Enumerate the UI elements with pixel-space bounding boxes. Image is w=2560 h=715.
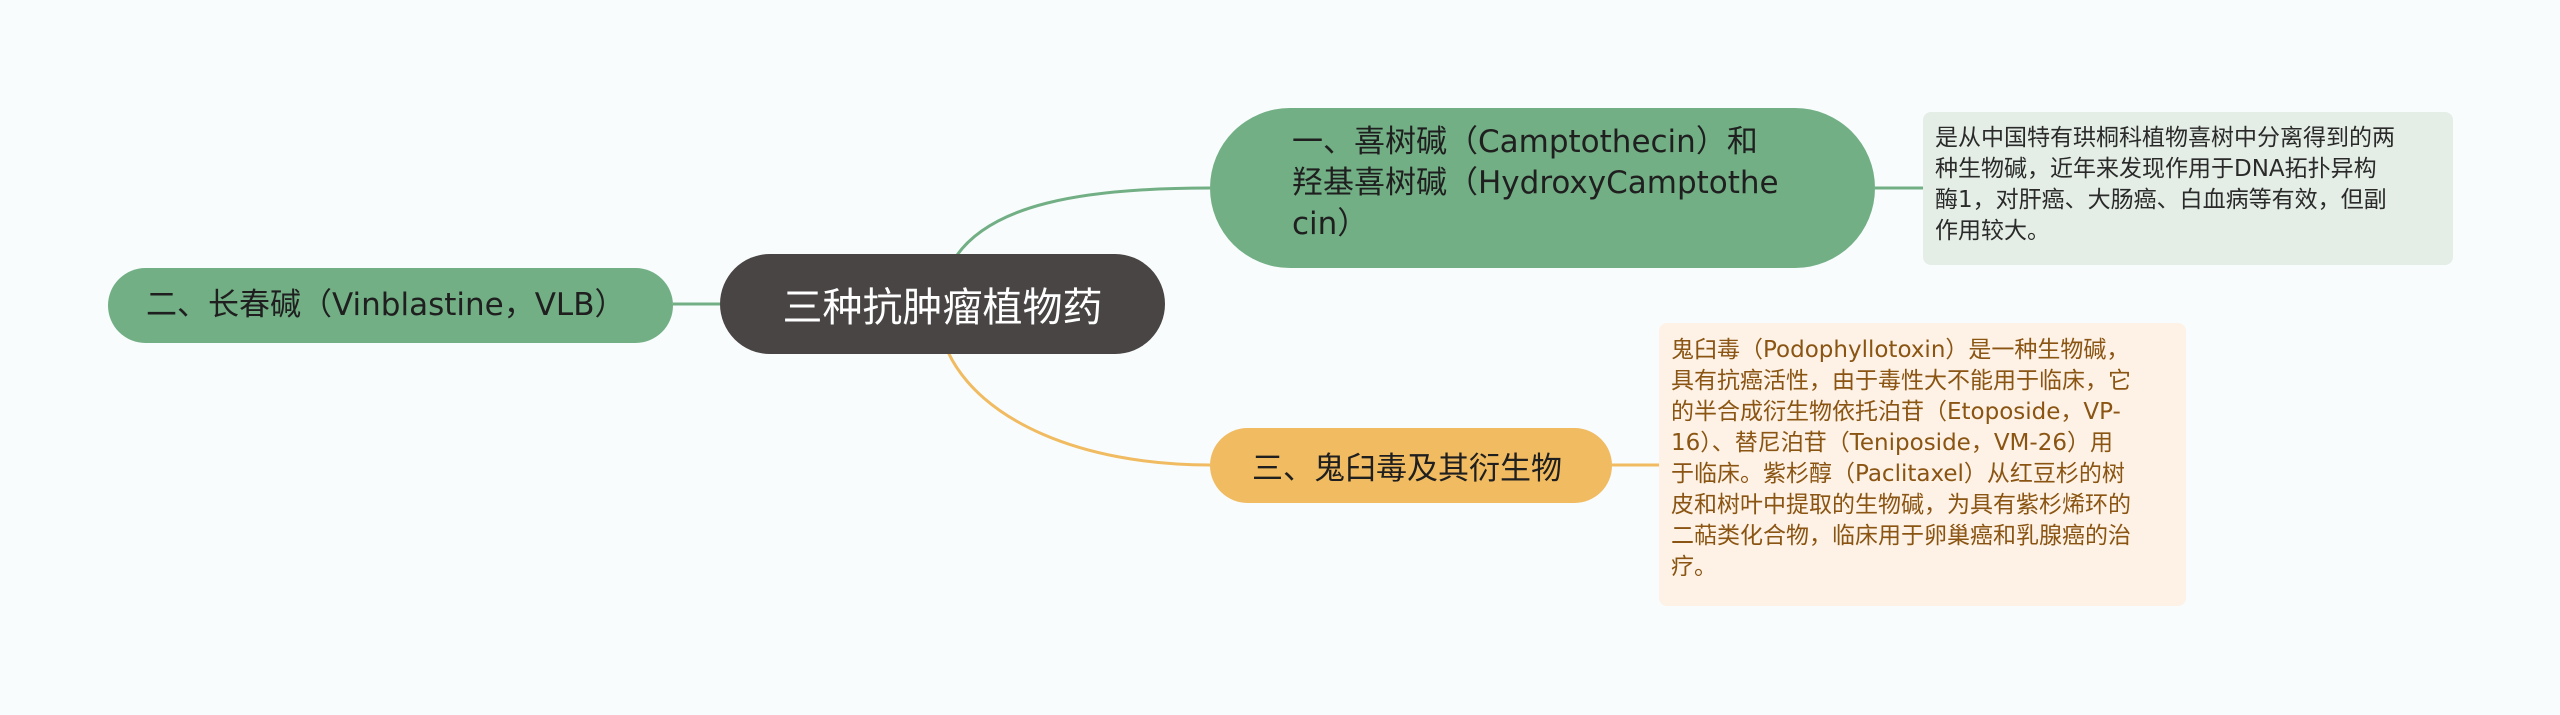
central-topic[interactable]: 三种抗肿瘤植物药 [720, 254, 1165, 354]
branch-podophyllotoxin-label: 三、鬼臼毒及其衍生物 [1252, 451, 1562, 487]
branch-podophyllotoxin[interactable]: 三、鬼臼毒及其衍生物 [1210, 428, 1612, 503]
note-camptothecin: 是从中国特有珙桐科植物喜树中分离得到的两 种生物碱，近年来发现作用于DNA拓扑异… [1923, 112, 2453, 265]
central-topic-label: 三种抗肿瘤植物药 [782, 285, 1103, 331]
branch-vinblastine[interactable]: 二、长春碱（Vinblastine，VLB） [108, 268, 673, 343]
note-podophyllotoxin: 鬼臼毒（Podophyllotoxin）是一种生物碱， 具有抗癌活性，由于毒性大… [1659, 323, 2186, 606]
branch-camptothecin[interactable]: 一、喜树碱（Camptothecin）和 羟基喜树碱（HydroxyCampto… [1210, 108, 1875, 268]
connector-central-to-branch-1 [953, 186, 1211, 259]
branch-vinblastine-label: 二、长春碱（Vinblastine，VLB） [146, 287, 626, 323]
connector-central-to-branch-3 [946, 351, 1211, 467]
